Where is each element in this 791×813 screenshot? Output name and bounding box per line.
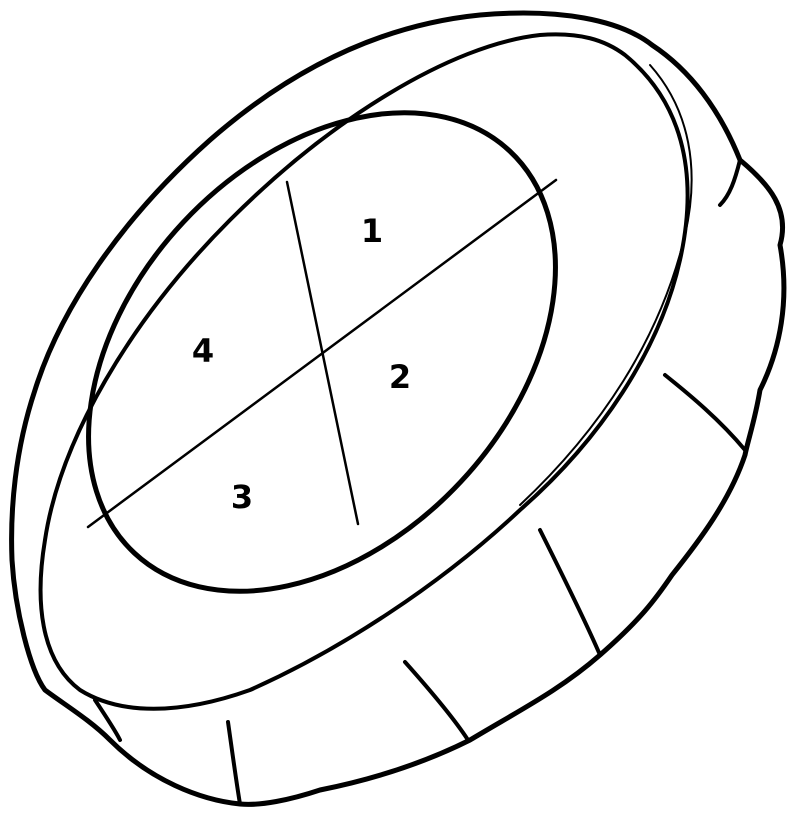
knurl-ridge <box>228 722 240 804</box>
cap-body-outline <box>12 13 784 804</box>
divider-line-b <box>88 180 556 527</box>
knurl-ridge <box>665 375 745 450</box>
section-label-4: 4 <box>192 332 214 370</box>
cap-top-rim <box>41 34 688 708</box>
knurl-ridge <box>405 662 468 740</box>
section-label-1: 1 <box>361 212 383 250</box>
knurl-ridge <box>540 530 600 655</box>
section-label-2: 2 <box>389 358 411 396</box>
rim-highlight <box>520 65 692 505</box>
knurl-ridge <box>720 160 740 205</box>
section-label-3: 3 <box>231 478 253 516</box>
